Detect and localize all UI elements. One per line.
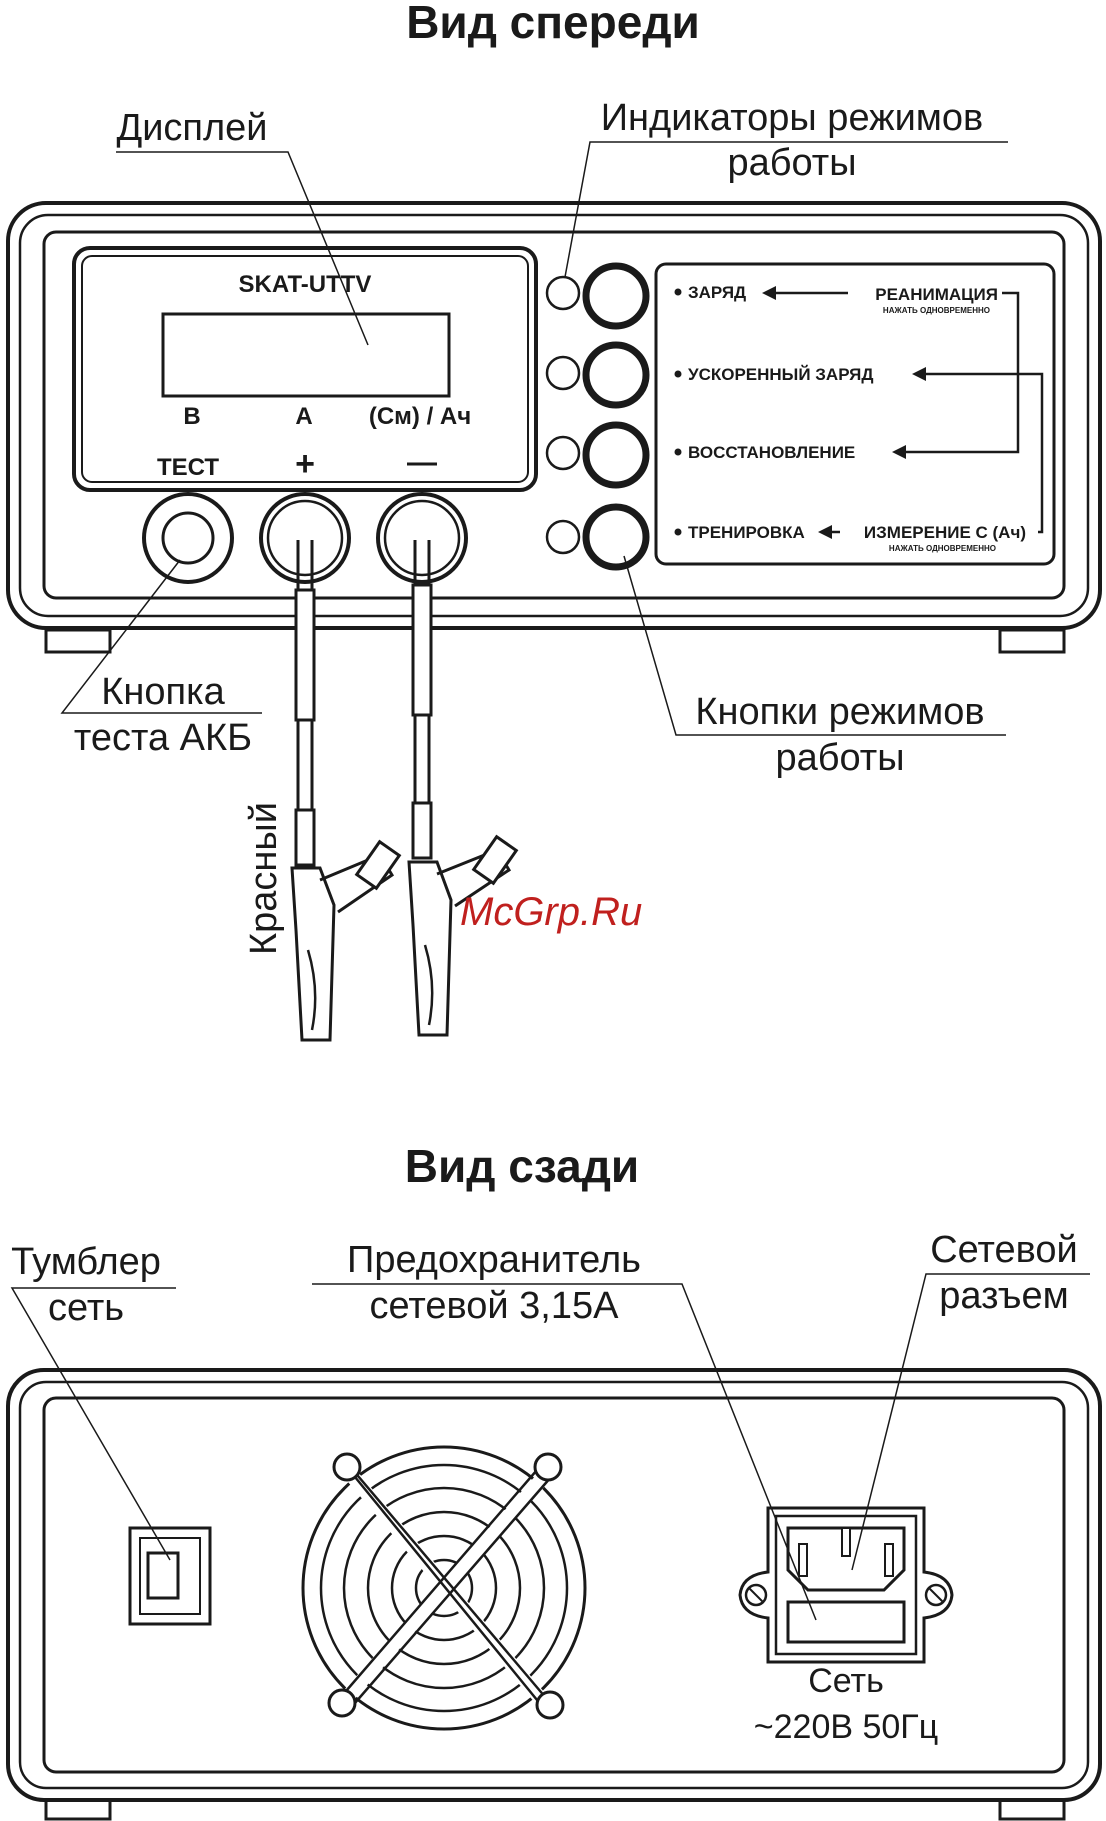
mains-label-2: ~220В 50Гц	[754, 1708, 938, 1746]
combo-reanimation: РЕАНИМАЦИЯ	[875, 285, 998, 304]
mode-button-4[interactable]	[582, 503, 650, 571]
label-plus: +	[295, 445, 315, 483]
mode-label-charge: ЗАРЯД	[688, 283, 746, 302]
callout-switch-2: сеть	[48, 1287, 124, 1329]
callout-fuse-1: Предохранитель	[347, 1239, 641, 1281]
mode-button-1[interactable]	[582, 262, 650, 330]
callout-socket-2: разъем	[939, 1275, 1068, 1317]
mode-label-restore: ВОССТАНОВЛЕНИЕ	[688, 443, 855, 462]
mode-indicators	[545, 275, 581, 555]
callout-mode-buttons-2: работы	[775, 737, 904, 779]
callout-display: Дисплей	[116, 107, 267, 149]
callout-switch-1: Тумблер	[11, 1241, 161, 1283]
combo-note-2: НАЖАТЬ ОДНОВРЕМЕННО	[889, 544, 996, 553]
combo-measure: ИЗМЕРЕНИЕ С (Ач)	[864, 523, 1026, 542]
mode-button-2[interactable]	[582, 341, 650, 409]
label-amps: А	[295, 403, 312, 430]
combo-note-1: НАЖАТЬ ОДНОВРЕМЕННО	[883, 306, 990, 315]
front-view-title: Вид спереди	[406, 0, 700, 48]
mode-arrows	[770, 291, 1044, 534]
rear-callouts: Тумблер сеть Предохранитель сетевой 3,15…	[10, 1229, 1090, 1621]
left-foot	[44, 628, 112, 654]
test-button[interactable]	[142, 492, 234, 584]
mode-label-training: ТРЕНИРОВКА	[688, 523, 805, 542]
display-panel: SKAT-UTTV В А (См) / Ач ТЕСТ + —	[72, 246, 538, 492]
label-test: ТЕСТ	[157, 454, 219, 481]
label-volts: В	[183, 403, 200, 430]
mode-label-fast-charge: УСКОРЕННЫЙ ЗАРЯД	[688, 365, 873, 384]
mains-socket	[738, 1506, 954, 1664]
device-name: SKAT-UTTV	[239, 271, 372, 298]
callout-indicators-1: Индикаторы режимов	[601, 97, 984, 139]
mains-label-1: Сеть	[808, 1662, 884, 1700]
fuse-holder	[786, 1600, 906, 1644]
minus-terminal	[376, 492, 468, 584]
label-minus: —	[407, 446, 437, 479]
label-capacity: (См) / Ач	[369, 403, 471, 430]
power-toggle-switch[interactable]	[128, 1526, 212, 1626]
plus-terminal	[259, 492, 351, 584]
mode-button-3[interactable]	[582, 421, 650, 489]
callout-test-button-2: теста АКБ	[74, 717, 252, 759]
callout-mode-buttons-1: Кнопки режимов	[695, 691, 984, 733]
callout-fuse-2: сетевой 3,15А	[370, 1285, 620, 1327]
callout-socket-1: Сетевой	[930, 1229, 1078, 1271]
right-foot	[998, 628, 1066, 654]
modes-panel: ЗАРЯД РЕАНИМАЦИЯ НАЖАТЬ ОДНОВРЕМЕННО УСК…	[654, 262, 1056, 566]
red-cable-clamp	[290, 540, 402, 1042]
rear-view-title: Вид сзади	[405, 1140, 639, 1192]
callout-test-button-1: Кнопка	[101, 671, 225, 713]
front-callouts: Дисплей Индикаторы режимов работы Кнопка…	[60, 97, 1008, 955]
callout-indicators-2: работы	[727, 142, 856, 184]
front-housing	[6, 201, 1102, 654]
lcd-screen	[161, 312, 451, 398]
watermark: McGrp.Ru	[460, 890, 642, 934]
callout-red-wire: Красный	[243, 802, 285, 955]
rear-housing	[6, 1368, 1102, 1821]
black-cable-clamp	[407, 540, 519, 1037]
fan-grille	[301, 1445, 587, 1731]
